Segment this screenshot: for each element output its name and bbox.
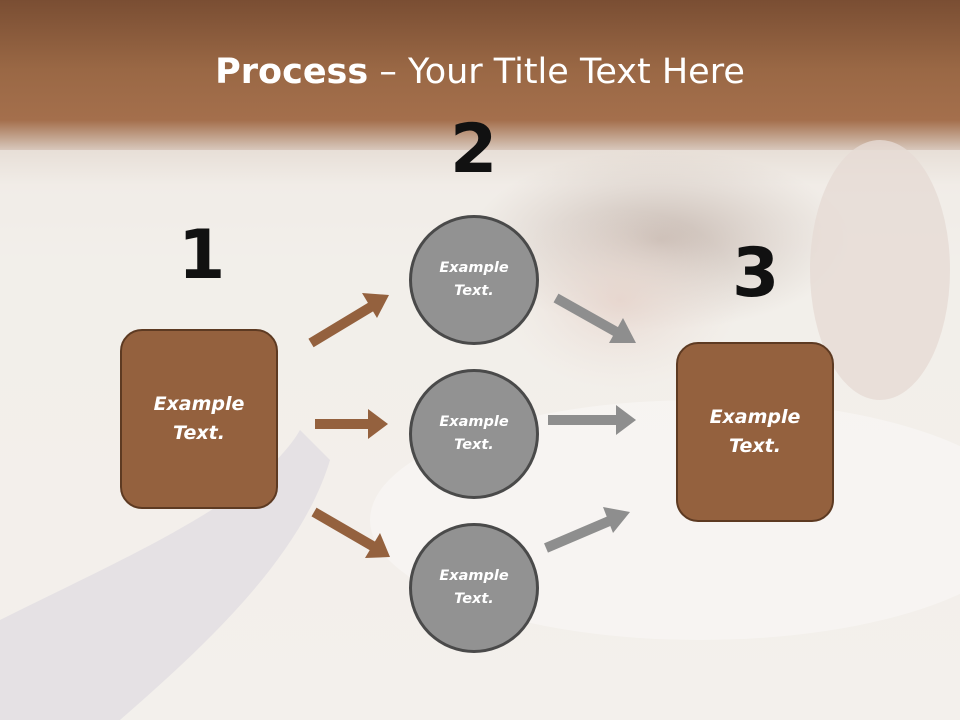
circle-1-text: Example Text.	[439, 260, 509, 299]
circle-step-3: Example Text.	[409, 523, 539, 653]
step-number-2: 2	[450, 110, 498, 189]
arrow-to-circle-1	[308, 293, 389, 348]
circle-2-text: Example Text.	[439, 414, 509, 453]
start-box: Example Text.	[120, 329, 278, 509]
circle-step-2: Example Text.	[409, 369, 539, 499]
step-number-3: 3	[732, 234, 780, 313]
arrow-to-circle-3	[311, 507, 390, 558]
arrow-from-circle-1	[553, 293, 636, 343]
arrow-to-circle-2	[315, 409, 388, 439]
circle-3-text: Example Text.	[439, 568, 509, 607]
title-rest: – Your Title Text Here	[368, 52, 745, 92]
end-box-text: Example Text.	[709, 406, 801, 457]
start-box-text: Example Text.	[153, 393, 245, 444]
end-box: Example Text.	[676, 342, 834, 522]
arrow-from-circle-2	[548, 405, 636, 435]
circle-step-1: Example Text.	[409, 215, 539, 345]
arrow-from-circle-3	[544, 507, 630, 553]
step-number-1: 1	[178, 216, 226, 295]
page-title: Process – Your Title Text Here	[0, 52, 960, 92]
title-bold: Process	[215, 52, 369, 92]
